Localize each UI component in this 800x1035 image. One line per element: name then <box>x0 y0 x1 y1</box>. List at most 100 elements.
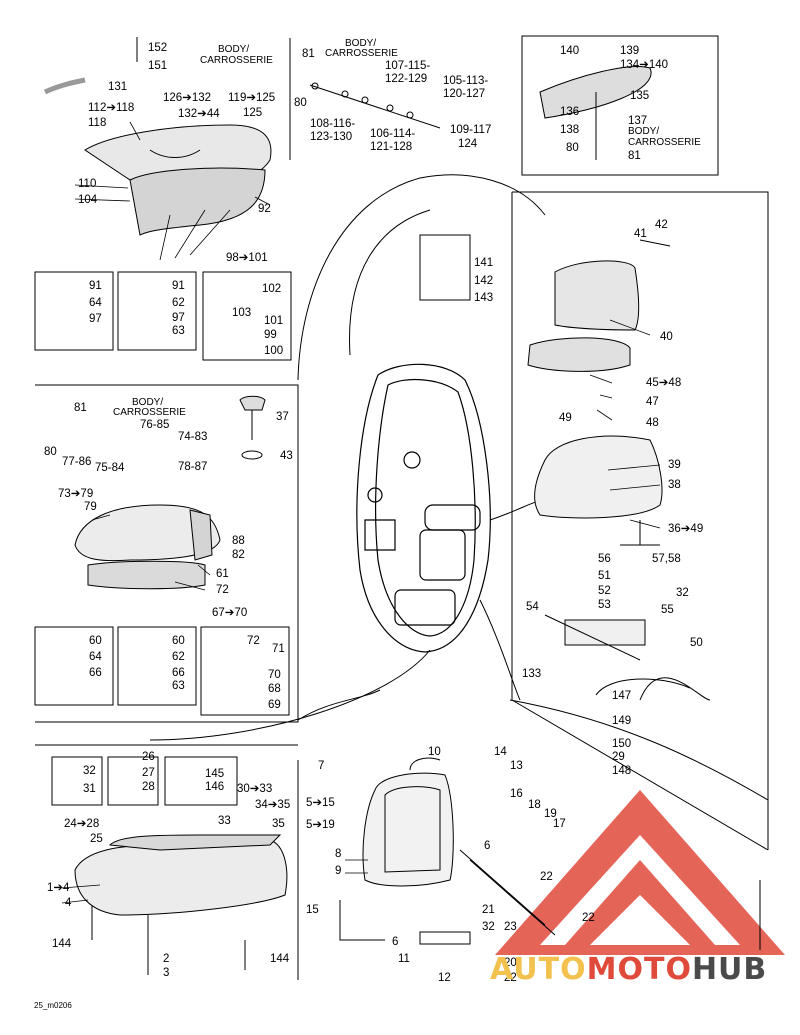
callout: 125 <box>243 107 263 119</box>
callout: 7 <box>318 760 325 772</box>
leader-lines <box>61 121 661 904</box>
callout: 52 <box>598 585 611 597</box>
left-seat <box>74 395 266 590</box>
body-label: CARROSSERIE <box>113 407 186 418</box>
callout: 18 <box>528 799 541 811</box>
callout: 27 <box>142 767 155 779</box>
figure-code: 25_m0206 <box>34 1001 72 1010</box>
callout: 50 <box>690 637 703 649</box>
callout: 118 <box>88 117 107 129</box>
callout: 55 <box>661 604 674 616</box>
callout: 101 <box>264 315 284 327</box>
callout: 75-84 <box>95 462 125 474</box>
callout: 69 <box>268 699 281 711</box>
callout: 123-130 <box>310 131 353 143</box>
callout: 60 <box>89 635 102 647</box>
callout: 49 <box>559 412 572 424</box>
callout: 145 <box>205 768 225 780</box>
callout: 12 <box>438 972 451 984</box>
callout: 32 <box>482 921 495 933</box>
bench-seat <box>74 834 288 975</box>
callout: 99 <box>264 329 277 341</box>
callout: 119➔125 <box>228 92 276 104</box>
body-label: BODY/ <box>345 38 377 49</box>
callout: 38 <box>668 479 681 491</box>
callout: 5➔19 <box>306 819 335 831</box>
callout: 41 <box>634 228 647 240</box>
callout: 3 <box>163 967 170 979</box>
callout: 79 <box>84 501 97 513</box>
callout: 149 <box>612 715 632 727</box>
callout: 81 <box>74 402 87 414</box>
callout: 22 <box>504 972 517 984</box>
callout: 14 <box>494 746 507 758</box>
callout: 104 <box>78 194 98 206</box>
contour-lines <box>149 174 769 801</box>
callout: 36➔49 <box>668 523 704 535</box>
body-label: CARROSSERIE <box>325 48 398 59</box>
callout: 103 <box>232 307 252 319</box>
callout: 72 <box>247 635 260 647</box>
callout: 8 <box>335 848 342 860</box>
callout: 63 <box>172 325 185 337</box>
callout: 22 <box>582 912 595 924</box>
callout: 72 <box>216 584 229 596</box>
callout: 151 <box>148 60 168 72</box>
callout: 34➔35 <box>255 799 291 811</box>
callout: 6 <box>484 840 491 852</box>
backrest <box>527 239 671 519</box>
callout: 108-116- <box>310 118 356 130</box>
callout: 63 <box>172 680 185 692</box>
callout: 80 <box>44 446 57 458</box>
callout: 143 <box>474 292 494 304</box>
callout: 28 <box>142 781 155 793</box>
callout: 5➔15 <box>306 797 335 809</box>
body-label: BODY/ <box>218 44 250 55</box>
small-cushion <box>539 66 652 160</box>
callout: 62 <box>172 651 185 663</box>
callout: 110 <box>78 178 97 190</box>
callout: 47 <box>646 396 659 408</box>
callout: 82 <box>232 549 245 561</box>
callout: 32 <box>83 765 96 777</box>
callout: 31 <box>83 783 96 795</box>
callout: 152 <box>148 42 168 54</box>
callout: 81 <box>628 150 641 162</box>
watermark-logo <box>495 790 785 955</box>
callout: 35 <box>272 818 285 830</box>
callout: 42 <box>655 219 668 231</box>
callout: 20 <box>504 957 517 969</box>
callout: 24➔28 <box>64 818 100 830</box>
callout: 6 <box>392 936 399 948</box>
callout: 40 <box>660 331 673 343</box>
callout: 22 <box>540 871 553 883</box>
callout: 11 <box>398 953 410 965</box>
callout: 121-128 <box>370 141 413 153</box>
callout: 33 <box>218 815 231 827</box>
callout: 4 <box>65 897 72 909</box>
callout: 120-127 <box>443 88 486 100</box>
callout: 61 <box>216 568 229 580</box>
callout: 15 <box>306 904 319 916</box>
callout: 23 <box>504 921 517 933</box>
callout: 56 <box>598 553 611 565</box>
callout: 51 <box>598 570 611 582</box>
callout: 105-113- <box>443 75 489 87</box>
callout: 92 <box>258 203 271 215</box>
callout: 66 <box>172 667 185 679</box>
callout: 48 <box>646 417 659 429</box>
callout: 54 <box>526 601 539 613</box>
callout: 32 <box>676 587 689 599</box>
callout: 10 <box>428 746 441 758</box>
callout: 39 <box>668 459 681 471</box>
callout: 91 <box>172 280 185 292</box>
callout: 68 <box>268 683 281 695</box>
callout: 13 <box>510 760 523 772</box>
callout: 1➔4 <box>47 882 70 894</box>
callout: 148 <box>612 765 632 777</box>
callout: 80 <box>294 97 307 109</box>
body-label: BODY/ <box>628 126 660 137</box>
access-panel <box>339 757 556 945</box>
